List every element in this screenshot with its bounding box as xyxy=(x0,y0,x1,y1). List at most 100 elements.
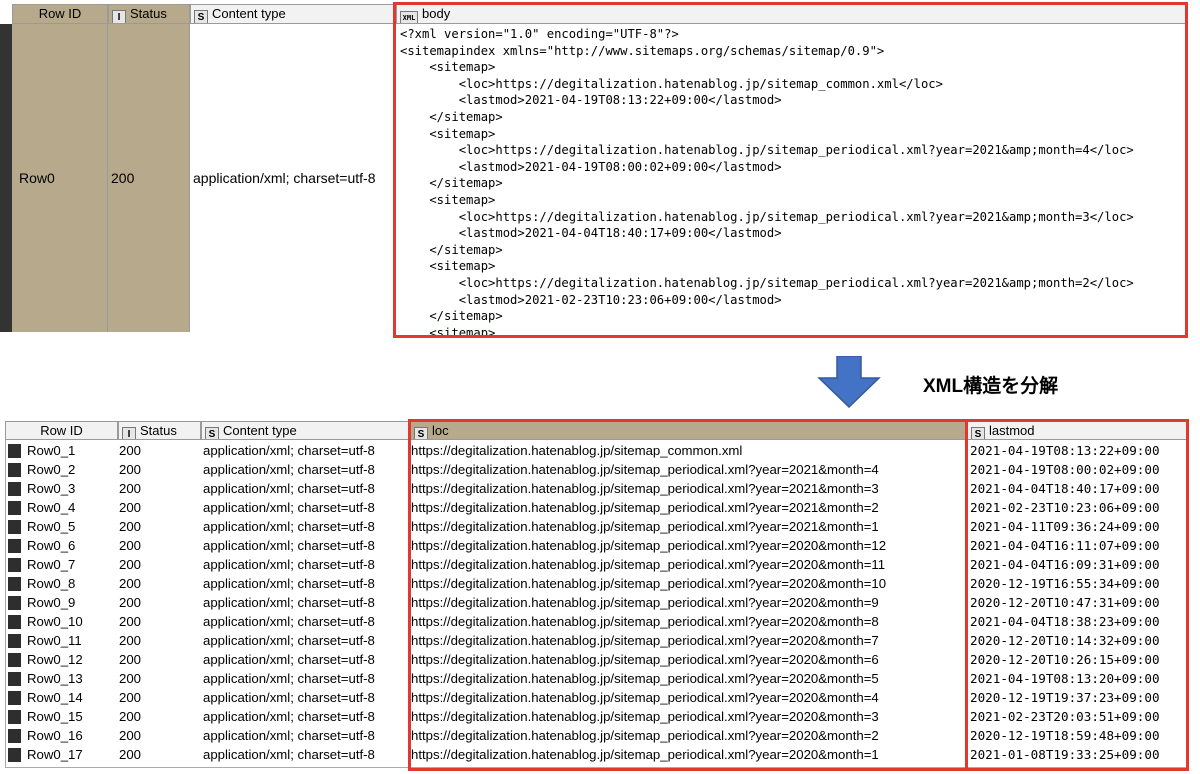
row-id-cell[interactable]: Row0_15 xyxy=(27,709,83,724)
content-type-cell[interactable]: application/xml; charset=utf-8 xyxy=(203,633,375,648)
row-id-cell[interactable]: Row0_3 xyxy=(27,481,76,496)
lastmod-cell[interactable]: 2020-12-19T19:37:23+09:00 xyxy=(970,690,1160,705)
content-type-cell[interactable]: application/xml; charset=utf-8 xyxy=(203,671,375,686)
column-header-row-id[interactable]: Row ID xyxy=(12,4,108,24)
content-type-cell[interactable]: application/xml; charset=utf-8 xyxy=(203,747,375,762)
status-cell[interactable]: 200 xyxy=(119,443,142,458)
table-row[interactable]: Row0_15 200 application/xml; charset=utf-8… xyxy=(5,707,1188,726)
lastmod-cell[interactable]: 2021-04-04T18:40:17+09:00 xyxy=(970,481,1160,496)
lastmod-cell[interactable]: 2021-04-04T16:09:31+09:00 xyxy=(970,557,1160,572)
lastmod-cell[interactable]: 2021-04-11T09:36:24+09:00 xyxy=(970,519,1160,534)
loc-cell[interactable]: https://degitalization.hatenablog.jp/sit… xyxy=(411,671,879,686)
loc-cell[interactable]: https://degitalization.hatenablog.jp/sit… xyxy=(411,481,879,496)
row-id-cell[interactable]: Row0_6 xyxy=(27,538,76,553)
row-id-cell[interactable]: Row0_2 xyxy=(27,462,76,477)
loc-cell[interactable]: https://degitalization.hatenablog.jp/sit… xyxy=(411,633,879,648)
column-header-row-id[interactable]: Row ID xyxy=(5,421,118,440)
lastmod-cell[interactable]: 2021-02-23T20:03:51+09:00 xyxy=(970,709,1160,724)
table-row[interactable]: Row0_16 200 application/xml; charset=utf-8… xyxy=(5,726,1188,745)
content-type-cell[interactable]: application/xml; charset=utf-8 xyxy=(203,538,375,553)
row-id-cell[interactable]: Row0_12 xyxy=(27,652,83,667)
lastmod-cell[interactable]: 2020-12-19T18:59:48+09:00 xyxy=(970,728,1160,743)
content-type-cell[interactable]: application/xml; charset=utf-8 xyxy=(203,652,375,667)
content-type-cell[interactable]: application/xml; charset=utf-8 xyxy=(203,728,375,743)
content-type-cell[interactable]: application/xml; charset=utf-8 xyxy=(203,557,375,572)
row-id-cell[interactable]: Row0_11 xyxy=(27,633,82,648)
lastmod-cell[interactable]: 2020-12-20T10:26:15+09:00 xyxy=(970,652,1160,667)
status-cell[interactable]: 200 xyxy=(119,576,142,591)
content-type-cell[interactable]: application/xml; charset=utf-8 xyxy=(203,519,375,534)
content-type-cell[interactable]: application/xml; charset=utf-8 xyxy=(203,690,375,705)
lastmod-cell[interactable]: 2020-12-19T16:55:34+09:00 xyxy=(970,576,1160,591)
loc-cell[interactable]: https://degitalization.hatenablog.jp/sit… xyxy=(411,747,879,762)
loc-cell[interactable]: https://degitalization.hatenablog.jp/sit… xyxy=(411,500,879,515)
content-type-cell[interactable]: application/xml; charset=utf-8 xyxy=(203,614,375,629)
loc-cell[interactable]: https://degitalization.hatenablog.jp/sit… xyxy=(411,690,879,705)
xml-body-cell[interactable]: <?xml version="1.0" encoding="UTF-8"?><s… xyxy=(400,26,1186,335)
lastmod-cell[interactable]: 2021-04-19T08:13:20+09:00 xyxy=(970,671,1160,686)
table-row[interactable]: Row0_6 200 application/xml; charset=utf-8 h… xyxy=(5,536,1188,555)
table-row[interactable]: Row0_1 200 application/xml; charset=utf-8 h… xyxy=(5,441,1188,460)
lastmod-cell[interactable]: 2020-12-20T10:47:31+09:00 xyxy=(970,595,1160,610)
lastmod-cell[interactable]: 2021-04-04T16:11:07+09:00 xyxy=(970,538,1160,553)
row-id-cell[interactable]: Row0 xyxy=(12,24,108,332)
status-cell[interactable]: 200 xyxy=(119,671,142,686)
content-type-cell[interactable]: application/xml; charset=utf-8 xyxy=(203,462,375,477)
status-cell[interactable]: 200 xyxy=(119,690,142,705)
content-type-cell[interactable]: application/xml; charset=utf-8 xyxy=(203,576,375,591)
loc-cell[interactable]: https://degitalization.hatenablog.jp/sit… xyxy=(411,652,879,667)
table-row[interactable]: Row0_3 200 application/xml; charset=utf-8 h… xyxy=(5,479,1188,498)
status-cell[interactable]: 200 xyxy=(119,519,142,534)
status-cell[interactable]: 200 xyxy=(119,614,142,629)
content-type-cell[interactable]: application/xml; charset=utf-8 xyxy=(203,443,375,458)
loc-cell[interactable]: https://degitalization.hatenablog.jp/sit… xyxy=(411,614,879,629)
status-cell[interactable]: 200 xyxy=(119,462,142,477)
status-cell[interactable]: 200 xyxy=(119,481,142,496)
row-id-cell[interactable]: Row0_16 xyxy=(27,728,83,743)
lastmod-cell[interactable]: 2021-02-23T10:23:06+09:00 xyxy=(970,500,1160,515)
content-type-cell[interactable]: application/xml; charset=utf-8 xyxy=(203,595,375,610)
loc-cell[interactable]: https://degitalization.hatenablog.jp/sit… xyxy=(411,728,879,743)
table-row[interactable]: Row0_17 200 application/xml; charset=utf-8… xyxy=(5,745,1188,764)
row-marker[interactable] xyxy=(0,24,12,332)
content-type-cell[interactable]: application/xml; charset=utf-8 xyxy=(203,481,375,496)
table-row[interactable]: Row0_12 200 application/xml; charset=utf-8… xyxy=(5,650,1188,669)
status-cell[interactable]: 200 xyxy=(119,538,142,553)
status-cell[interactable]: 200 xyxy=(119,747,142,762)
loc-cell[interactable]: https://degitalization.hatenablog.jp/sit… xyxy=(411,709,879,724)
row-id-cell[interactable]: Row0_14 xyxy=(27,690,83,705)
row-id-cell[interactable]: Row0_1 xyxy=(27,443,76,458)
lastmod-cell[interactable]: 2021-04-19T08:00:02+09:00 xyxy=(970,462,1160,477)
row-id-cell[interactable]: Row0_5 xyxy=(27,519,76,534)
loc-cell[interactable]: https://degitalization.hatenablog.jp/sit… xyxy=(411,538,887,553)
row-id-cell[interactable]: Row0_17 xyxy=(27,747,83,762)
content-type-cell[interactable]: application/xml; charset=utf-8 xyxy=(203,709,375,724)
table-row[interactable]: Row0_11 200 application/xml; charset=utf-8… xyxy=(5,631,1188,650)
status-cell[interactable]: 200 xyxy=(119,709,142,724)
table-row[interactable]: Row0_14 200 application/xml; charset=utf-8… xyxy=(5,688,1188,707)
status-cell[interactable]: 200 xyxy=(119,633,142,648)
status-cell[interactable]: 200 xyxy=(108,24,190,332)
content-type-cell[interactable]: application/xml; charset=utf-8 xyxy=(190,24,395,332)
lastmod-cell[interactable]: 2021-04-04T18:38:23+09:00 xyxy=(970,614,1160,629)
status-cell[interactable]: 200 xyxy=(119,728,142,743)
status-cell[interactable]: 200 xyxy=(119,595,142,610)
loc-cell[interactable]: https://degitalization.hatenablog.jp/sit… xyxy=(411,595,879,610)
status-cell[interactable]: 200 xyxy=(119,652,142,667)
lastmod-cell[interactable]: 2020-12-20T10:14:32+09:00 xyxy=(970,633,1160,648)
row-id-cell[interactable]: Row0_8 xyxy=(27,576,76,591)
loc-cell[interactable]: https://degitalization.hatenablog.jp/sit… xyxy=(411,443,743,458)
